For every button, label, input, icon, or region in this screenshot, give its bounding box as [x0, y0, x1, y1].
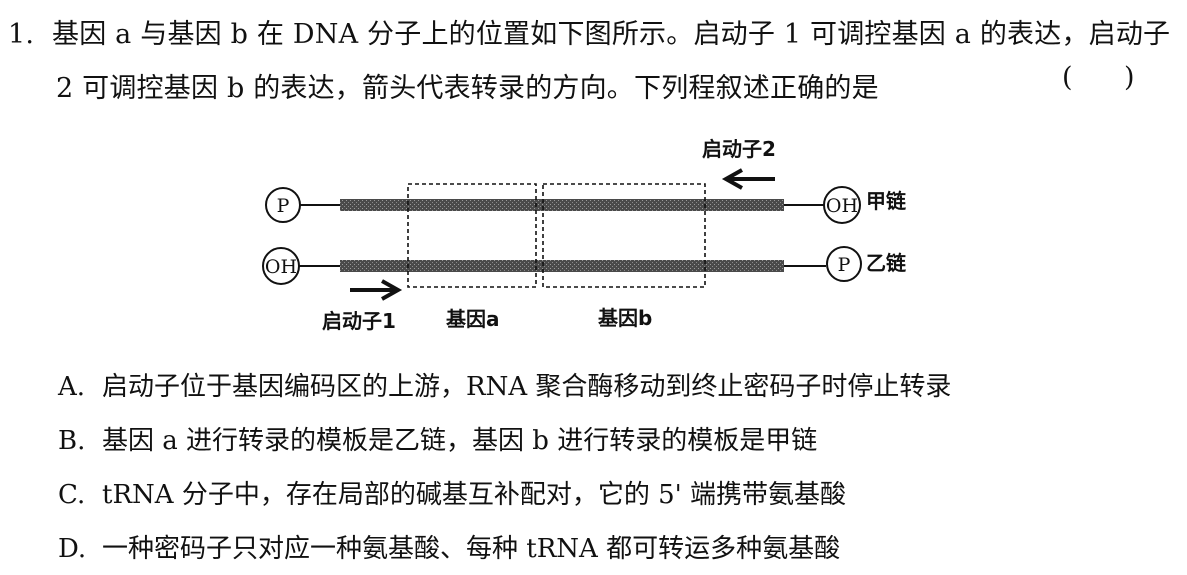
bottom-left-end-label: OH	[265, 256, 297, 278]
top-right-end-circle	[823, 186, 861, 224]
gene-b-box	[542, 183, 706, 288]
promoter1-arrow	[350, 279, 403, 301]
question-text-line1: 基因 a 与基因 b 在 DNA 分子上的位置如下图所示。启动子 1 可调控基因…	[52, 19, 1171, 50]
option-b-text: 基因 a 进行转录的模板是乙链，基因 b 进行转录的模板是甲链	[102, 426, 818, 456]
question-text-line2: 2 可调控基因 b 的表达，箭头代表转录的方向。下列程叙述正确的是	[56, 73, 879, 104]
option-a-letter: A.	[58, 372, 86, 402]
bottom-right-end-circle	[826, 246, 862, 282]
question-stem-line1: 1. 基因 a 与基因 b 在 DNA 分子上的位置如下图所示。启动子 1 可调控…	[8, 12, 1170, 51]
top-strand-bar	[340, 199, 784, 211]
option-c-text: tRNA 分子中，存在局部的碱基互补配对，它的 5' 端携带氨基酸	[102, 480, 847, 510]
option-a[interactable]: A. 启动子位于基因编码区的上游，RNA 聚合酶移动到终止密码子时停止转录	[58, 366, 951, 403]
option-c-letter: C.	[58, 480, 86, 510]
option-d-letter: D.	[58, 534, 87, 564]
option-d[interactable]: D. 一种密码子只对应一种氨基酸、每种 tRNA 都可转运多种氨基酸	[58, 528, 840, 565]
gene-a-label: 基因a	[446, 307, 500, 331]
strand-top-label: 甲链	[866, 189, 907, 213]
promoter1-label: 启动子1	[322, 309, 396, 333]
bottom-right-end-label: P	[838, 254, 851, 276]
option-c[interactable]: C. tRNA 分子中，存在局部的碱基互补配对，它的 5' 端携带氨基酸	[58, 474, 846, 511]
question-number: 1.	[8, 19, 35, 50]
strand-bottom-label: 乙链	[866, 251, 907, 275]
promoter2-arrow	[721, 168, 775, 190]
top-right-end-label: OH	[826, 195, 858, 217]
promoter2-label: 启动子2	[702, 137, 776, 161]
top-left-end-label: P	[277, 195, 290, 217]
gene-a-box	[407, 183, 537, 288]
bottom-strand-bar	[340, 260, 784, 272]
gene-b-label: 基因b	[598, 306, 652, 330]
option-a-text: 启动子位于基因编码区的上游，RNA 聚合酶移动到终止密码子时停止转录	[102, 372, 952, 402]
option-b[interactable]: B. 基因 a 进行转录的模板是乙链，基因 b 进行转录的模板是甲链	[58, 420, 817, 457]
answer-blank: ( )	[1062, 62, 1135, 93]
dna-diagram: 启动子2 P OH 甲链 OH P 乙链	[250, 128, 950, 338]
question-stem-line2: 2 可调控基因 b 的表达，箭头代表转录的方向。下列程叙述正确的是	[56, 66, 879, 105]
option-b-letter: B.	[58, 426, 86, 456]
option-d-text: 一种密码子只对应一种氨基酸、每种 tRNA 都可转运多种氨基酸	[102, 534, 841, 564]
